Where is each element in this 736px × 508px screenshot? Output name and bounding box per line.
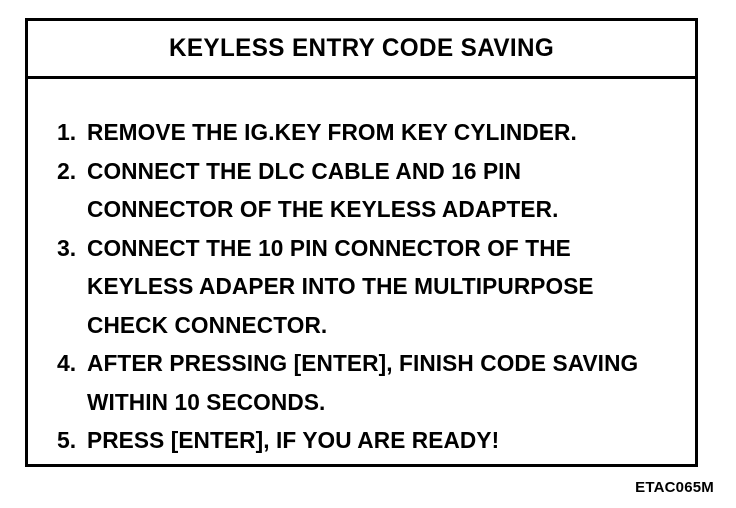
- panel-title-band: KEYLESS ENTRY CODE SAVING: [28, 21, 695, 79]
- list-item-line: CONNECT THE 10 PIN CONNECTOR OF THE: [87, 234, 571, 261]
- list-item-number: 2.: [57, 157, 77, 184]
- list-item-text: AFTER PRESSING [ENTER], FINISH CODE SAVI…: [87, 344, 689, 421]
- list-item-line: REMOVE THE IG.KEY FROM KEY CYLINDER.: [87, 119, 577, 145]
- list-item-line: CONNECTOR OF THE KEYLESS ADAPTER.: [87, 196, 559, 222]
- list-item-line: CONNECT THE DLC CABLE AND 16 PIN: [87, 157, 522, 184]
- list-item-line: CHECK CONNECTOR.: [87, 311, 328, 338]
- list-item-text: CONNECT THE 10 PIN CONNECTOR OF THE KEYL…: [87, 229, 689, 345]
- instruction-list: 1. REMOVE THE IG.KEY FROM KEY CYLINDER. …: [57, 113, 689, 460]
- list-item-number: 1.: [57, 119, 77, 145]
- instruction-panel: KEYLESS ENTRY CODE SAVING 1. REMOVE THE …: [25, 18, 698, 467]
- list-item-text: CONNECT THE DLC CABLE AND 16 PIN CONNECT…: [87, 152, 689, 229]
- list-item-line: AFTER PRESSING [ENTER], FINISH CODE SAVI…: [87, 350, 639, 376]
- list-item-line: KEYLESS ADAPER INTO THE MULTIPURPOSE: [87, 273, 594, 299]
- list-item: 3. CONNECT THE 10 PIN CONNECTOR OF THE K…: [57, 229, 689, 345]
- list-item-number: 5.: [57, 427, 77, 453]
- list-item-number: 3.: [57, 234, 77, 261]
- list-item: 5. PRESS [ENTER], IF YOU ARE READY!: [57, 421, 689, 460]
- list-item-text: PRESS [ENTER], IF YOU ARE READY!: [87, 421, 689, 460]
- list-item-text: REMOVE THE IG.KEY FROM KEY CYLINDER.: [87, 113, 689, 152]
- page-title: KEYLESS ENTRY CODE SAVING: [168, 34, 555, 62]
- list-item-number: 4.: [57, 350, 77, 376]
- list-item-line: WITHIN 10 SECONDS.: [87, 388, 326, 415]
- list-item-line: PRESS [ENTER], IF YOU ARE READY!: [87, 427, 500, 453]
- list-item: 1. REMOVE THE IG.KEY FROM KEY CYLINDER.: [57, 113, 689, 152]
- list-item: 2. CONNECT THE DLC CABLE AND 16 PIN CONN…: [57, 152, 689, 229]
- list-item: 4. AFTER PRESSING [ENTER], FINISH CODE S…: [57, 344, 689, 421]
- figure-id-caption: ETAC065M: [635, 479, 714, 496]
